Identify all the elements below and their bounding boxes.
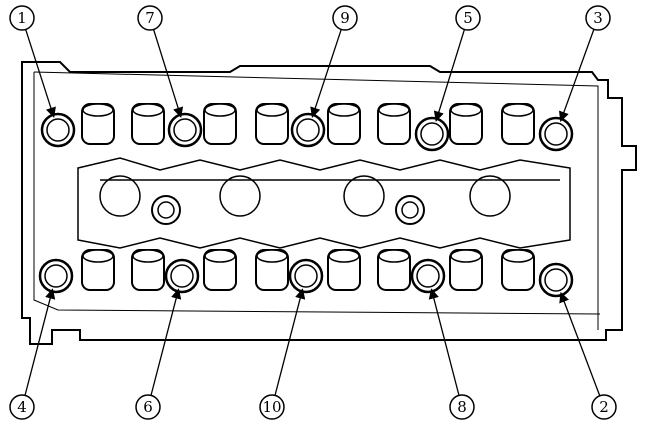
head-bolt-2 [538, 262, 574, 298]
valve-lifter [449, 249, 483, 291]
callout-circle-9 [332, 5, 358, 31]
callout-number-7: 7 [145, 9, 155, 27]
callout-4: 4 [9, 288, 56, 420]
valve-lifter [327, 103, 361, 145]
valve-lifters [81, 103, 535, 291]
callout-6: 6 [135, 288, 182, 420]
head-bolt-7 [167, 112, 203, 148]
bolt-callouts: 1 7 9 5 3 4 6 10 8 2 [9, 5, 617, 420]
callout-number-6: 6 [143, 398, 153, 416]
valve-lifter [255, 103, 289, 145]
callout-8: 8 [428, 288, 475, 420]
callout-circle-4 [9, 394, 35, 420]
head-bolt-10 [288, 258, 324, 294]
combustion-chambers [99, 175, 511, 225]
callout-10: 10 [259, 288, 306, 420]
combustion-chamber [343, 175, 385, 217]
valve-lifter [131, 103, 165, 145]
callout-number-8: 8 [457, 398, 467, 416]
head-bolt-9 [290, 112, 326, 148]
callout-3: 3 [558, 5, 611, 123]
combustion-chamber [99, 175, 141, 217]
head-bolt-6 [164, 258, 200, 294]
head-bolt-3 [538, 116, 574, 152]
callout-number-2: 2 [599, 398, 609, 416]
valve-lifter [501, 103, 535, 145]
callout-number-10: 10 [262, 398, 281, 416]
callout-leader-2 [559, 291, 601, 397]
spark-plug-bore [395, 195, 425, 225]
callout-1: 1 [9, 5, 56, 118]
valve-lifter [203, 249, 237, 291]
callout-leader-1 [25, 29, 56, 118]
callout-circle-8 [449, 394, 475, 420]
combustion-chamber [219, 175, 261, 217]
valve-lifter [377, 249, 411, 291]
callout-circle-1 [9, 5, 35, 31]
callout-circle-3 [585, 5, 611, 31]
valve-lifter [255, 249, 289, 291]
callout-circle-10 [259, 394, 285, 420]
callout-leader-4 [24, 288, 56, 396]
callout-leader-3 [558, 29, 595, 123]
callout-9: 9 [310, 5, 358, 118]
callout-leader-10 [274, 288, 306, 396]
valve-lifter [81, 103, 115, 145]
valve-lifter [377, 103, 411, 145]
callout-number-4: 4 [17, 398, 27, 416]
valve-lifter [203, 103, 237, 145]
valve-lifter [501, 249, 535, 291]
head-bolt-5 [414, 116, 450, 152]
callout-circle-7 [137, 5, 163, 31]
callout-circle-5 [455, 5, 481, 31]
valve-lifter [81, 249, 115, 291]
head-bolts [38, 112, 574, 298]
valve-lifter [327, 249, 361, 291]
callout-leader-7 [152, 29, 184, 118]
spark-plug-bore [151, 195, 181, 225]
callout-circle-6 [135, 394, 161, 420]
callout-number-3: 3 [593, 9, 603, 27]
callout-circle-2 [591, 394, 617, 420]
callout-leader-5 [433, 29, 466, 122]
callout-leader-9 [310, 29, 342, 118]
callout-number-9: 9 [340, 9, 350, 27]
callout-leader-6 [150, 288, 182, 396]
callout-number-1: 1 [17, 9, 27, 27]
callout-7: 7 [137, 5, 184, 118]
head-bolt-4 [38, 258, 74, 294]
valve-lifter [131, 249, 165, 291]
head-bolt-1 [40, 112, 76, 148]
callout-number-5: 5 [463, 9, 473, 27]
combustion-chamber-band [77, 157, 571, 249]
callout-5: 5 [433, 5, 481, 122]
valve-lifter [449, 103, 483, 145]
callout-leader-8 [428, 288, 460, 396]
combustion-chamber [469, 175, 511, 217]
callout-2: 2 [559, 291, 617, 420]
head-outline [21, 61, 637, 345]
head-bolt-8 [410, 258, 446, 294]
